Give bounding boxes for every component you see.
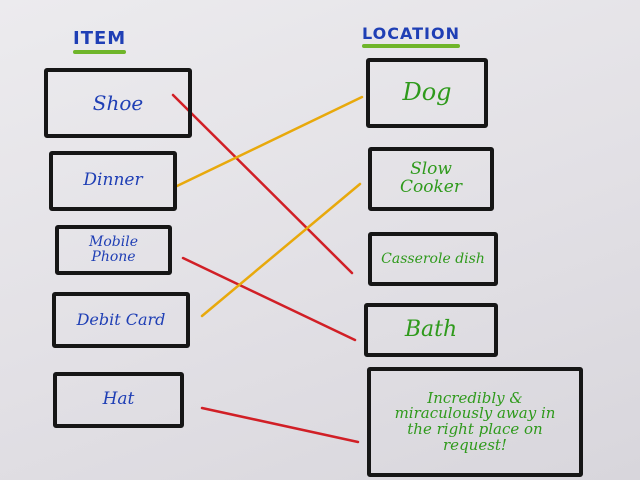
location-box-bath: Bath: [364, 303, 498, 357]
location-box-on-request: Incredibly & miraculously away in the ri…: [367, 367, 583, 477]
item-label: Shoe: [92, 90, 144, 115]
item-box-dinner: Dinner: [49, 151, 177, 211]
item-heading-underline: [73, 50, 127, 54]
location-column-heading: LOCATION: [362, 24, 460, 48]
location-label: Incredibly & miraculously away in the ri…: [394, 388, 556, 454]
location-label: Bath: [404, 317, 458, 343]
location-box-dog: Dog: [366, 58, 488, 128]
connector-dinner-dog: [175, 95, 364, 188]
item-box-hat: Hat: [53, 372, 184, 428]
item-box-mobile-phone: Mobile Phone: [55, 225, 172, 275]
item-box-shoe: Shoe: [44, 68, 192, 138]
item-label: Mobile Phone: [89, 234, 138, 265]
item-column-heading: ITEM: [73, 28, 127, 54]
connector-shoe-casserole: [171, 93, 354, 275]
location-label: Dog: [402, 78, 452, 107]
item-heading-text: ITEM: [73, 28, 127, 49]
item-label: Debit Card: [76, 309, 166, 329]
item-box-debit-card: Debit Card: [52, 292, 190, 348]
location-heading-text: LOCATION: [362, 24, 460, 43]
location-label: Slow Cooker: [400, 159, 462, 197]
connector-card-slowcooker: [200, 182, 362, 318]
item-label: Dinner: [83, 170, 143, 191]
connector-phone-bath: [181, 256, 357, 342]
location-box-slow-cooker: Slow Cooker: [368, 147, 494, 211]
location-label: Casserole dish: [381, 250, 485, 267]
location-heading-underline: [362, 44, 460, 48]
item-label: Hat: [102, 389, 135, 410]
connector-hat-request: [200, 406, 360, 444]
location-box-casserole-dish: Casserole dish: [368, 232, 498, 286]
